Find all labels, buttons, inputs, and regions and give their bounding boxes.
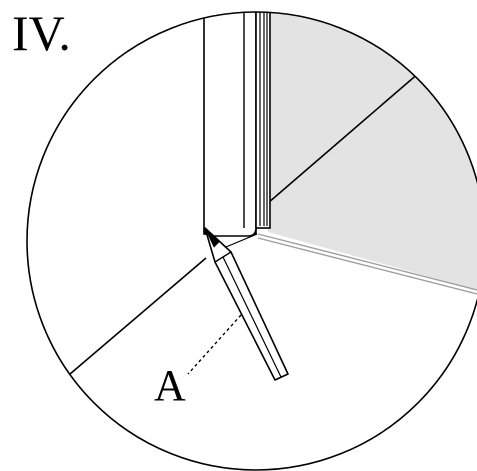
pencil-icon bbox=[204, 227, 289, 381]
callout-label-a: A bbox=[154, 361, 186, 410]
step-number: IV. bbox=[12, 5, 71, 61]
callout-leader bbox=[187, 314, 242, 375]
detail-view bbox=[62, 12, 477, 381]
vertical-profile bbox=[203, 12, 271, 237]
wall-corner-line bbox=[267, 71, 421, 204]
left-corner-line bbox=[62, 257, 207, 381]
detail-circle bbox=[26, 11, 477, 471]
floor-edge-inner bbox=[257, 237, 477, 295]
floor-edge bbox=[257, 233, 477, 291]
